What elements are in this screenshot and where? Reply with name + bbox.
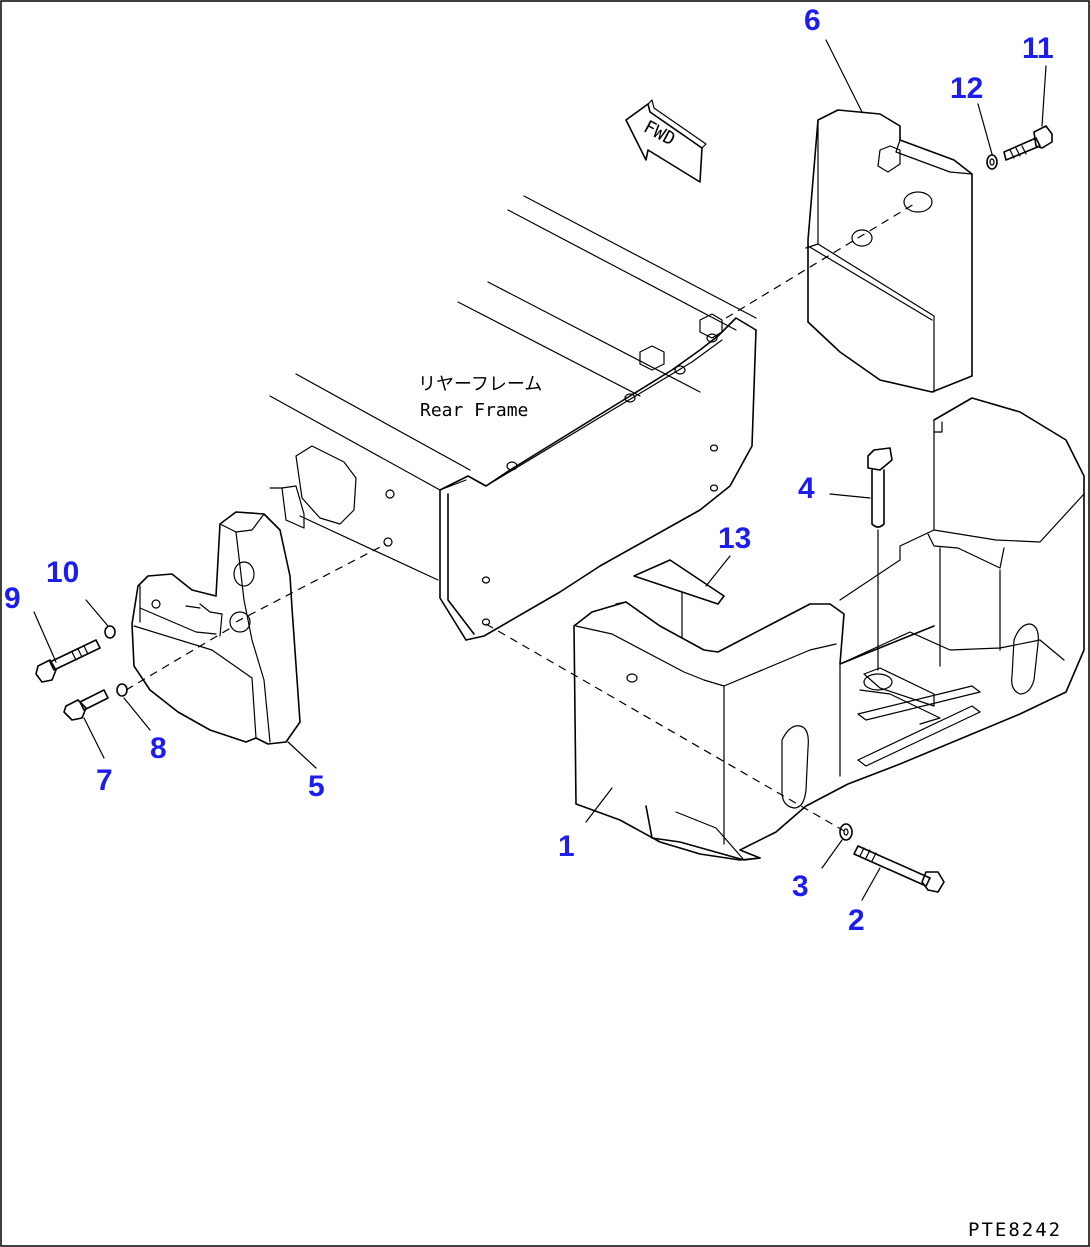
callout-11: 11 <box>1022 32 1054 65</box>
callout-4: 4 <box>798 472 815 505</box>
part-10-washer <box>104 625 116 639</box>
leader-5-bolt <box>125 625 235 691</box>
part-5-side-weight <box>131 511 301 745</box>
fwd-arrow-icon: FWD <box>625 99 707 183</box>
callout-5: 5 <box>308 770 325 803</box>
part-3-washer <box>839 823 853 841</box>
callout-9: 9 <box>4 582 21 615</box>
callout-leaders <box>33 39 1047 901</box>
callout-12: 12 <box>950 72 983 105</box>
part-11-bolt <box>1003 125 1053 161</box>
rear-frame-label-en: Rear Frame <box>420 400 528 421</box>
part-6-weight-plate <box>805 109 973 393</box>
callout-6: 6 <box>804 4 821 37</box>
callout-7: 7 <box>96 764 113 797</box>
part-2-bolt <box>853 845 945 893</box>
leader-6-frame <box>725 203 915 319</box>
rear-frame-label-jp: リヤーフレーム <box>418 374 542 395</box>
part-7-bolt <box>63 689 109 721</box>
callout-3: 3 <box>792 870 809 903</box>
callout-13: 13 <box>718 522 751 555</box>
part-8-washer <box>116 683 128 697</box>
callout-8: 8 <box>150 732 167 765</box>
callout-2: 2 <box>848 904 865 937</box>
part-4-lifting-pin <box>867 447 893 671</box>
part-9-bolt <box>35 639 101 683</box>
callout-10: 10 <box>46 556 79 589</box>
part-12-washer <box>986 154 998 170</box>
drawing-code: PTE8242 <box>968 1219 1062 1241</box>
leader-5-frame <box>235 543 387 623</box>
rear-frame <box>269 195 757 641</box>
callout-1: 1 <box>558 830 575 863</box>
part-1-counterweight <box>573 397 1085 861</box>
part-13-shim <box>633 559 725 639</box>
